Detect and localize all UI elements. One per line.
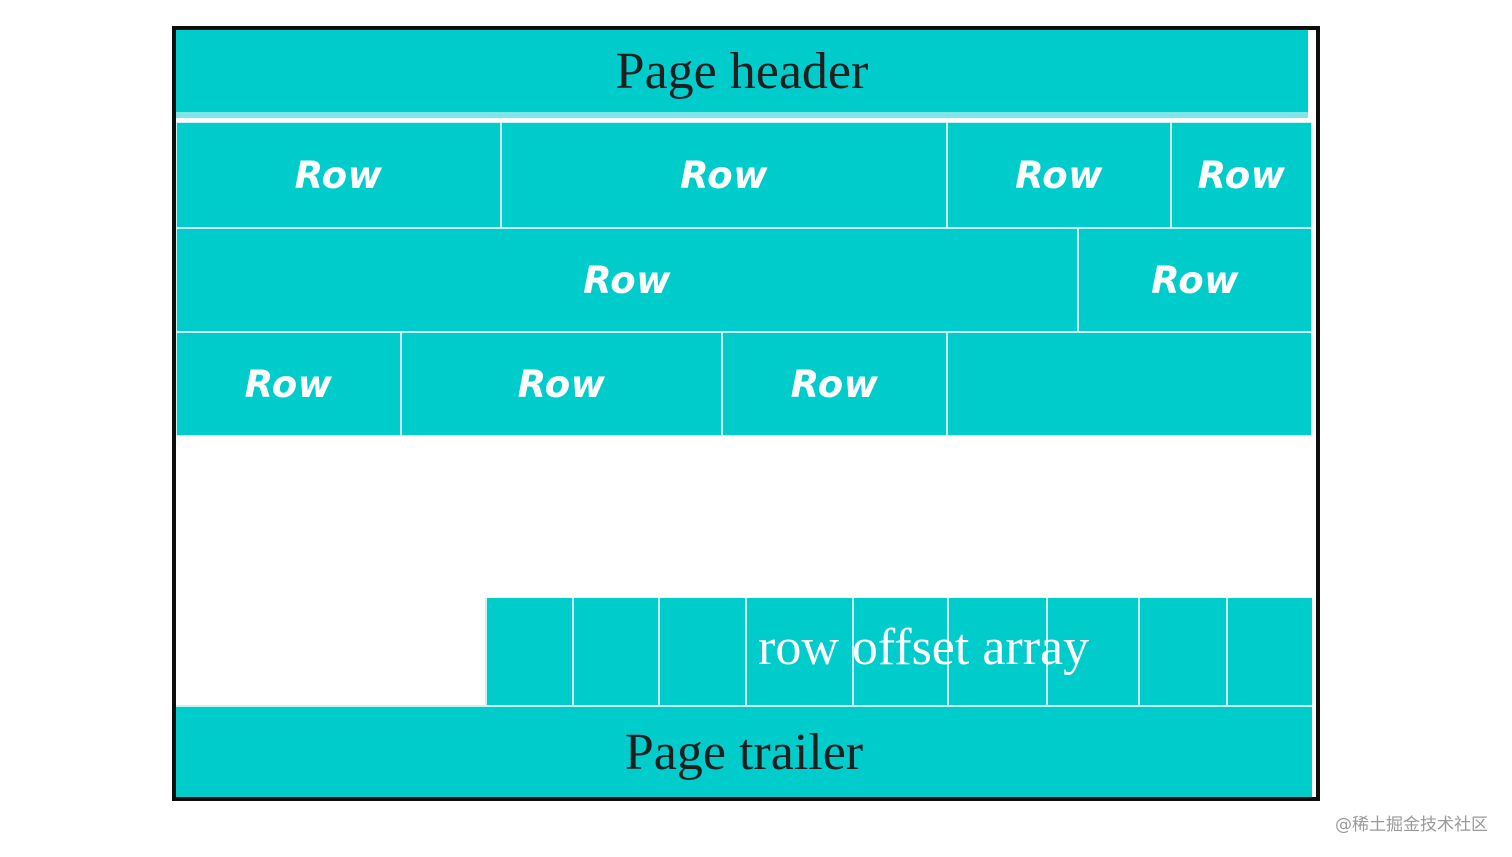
row-label: Row	[1151, 258, 1239, 302]
row-label: Row	[1015, 153, 1103, 197]
page-trailer-label: Page trailer	[624, 723, 864, 781]
row-cell: Row	[176, 122, 501, 228]
row-cell: Row	[1171, 122, 1312, 228]
offset-slot	[572, 598, 658, 705]
offset-slot	[947, 598, 1046, 705]
row-label: Row	[517, 362, 606, 406]
page-header-block: Page header	[176, 30, 1308, 118]
offset-slot	[852, 598, 947, 705]
offset-slot	[1226, 598, 1312, 705]
page-diagram: Page header Row Row Row Row Row Row Row …	[172, 26, 1320, 801]
row-cell-empty	[947, 332, 1312, 436]
row-cell: Row	[947, 122, 1171, 228]
row-label: Row	[680, 153, 768, 197]
offset-slot	[1046, 598, 1138, 705]
row-label: Row	[583, 258, 671, 302]
page-trailer-block: Page trailer	[176, 705, 1312, 797]
row-cell: Row	[1078, 228, 1312, 332]
row-cell: Row	[176, 332, 401, 436]
page-header-label: Page header	[615, 42, 869, 100]
row-label: Row	[244, 362, 333, 406]
row-label: Row	[294, 153, 383, 197]
row-label: Row	[1197, 153, 1286, 197]
row-label: Row	[790, 362, 879, 406]
row-cell: Row	[722, 332, 947, 436]
row-cell: Row	[401, 332, 722, 436]
offset-slot	[745, 598, 852, 705]
watermark: @稀土掘金技术社区	[1335, 815, 1488, 835]
row-cell: Row	[176, 228, 1078, 332]
row-cell: Row	[501, 122, 947, 228]
offset-slot	[658, 598, 745, 705]
offset-slot	[1138, 598, 1226, 705]
offset-slot	[485, 598, 572, 705]
